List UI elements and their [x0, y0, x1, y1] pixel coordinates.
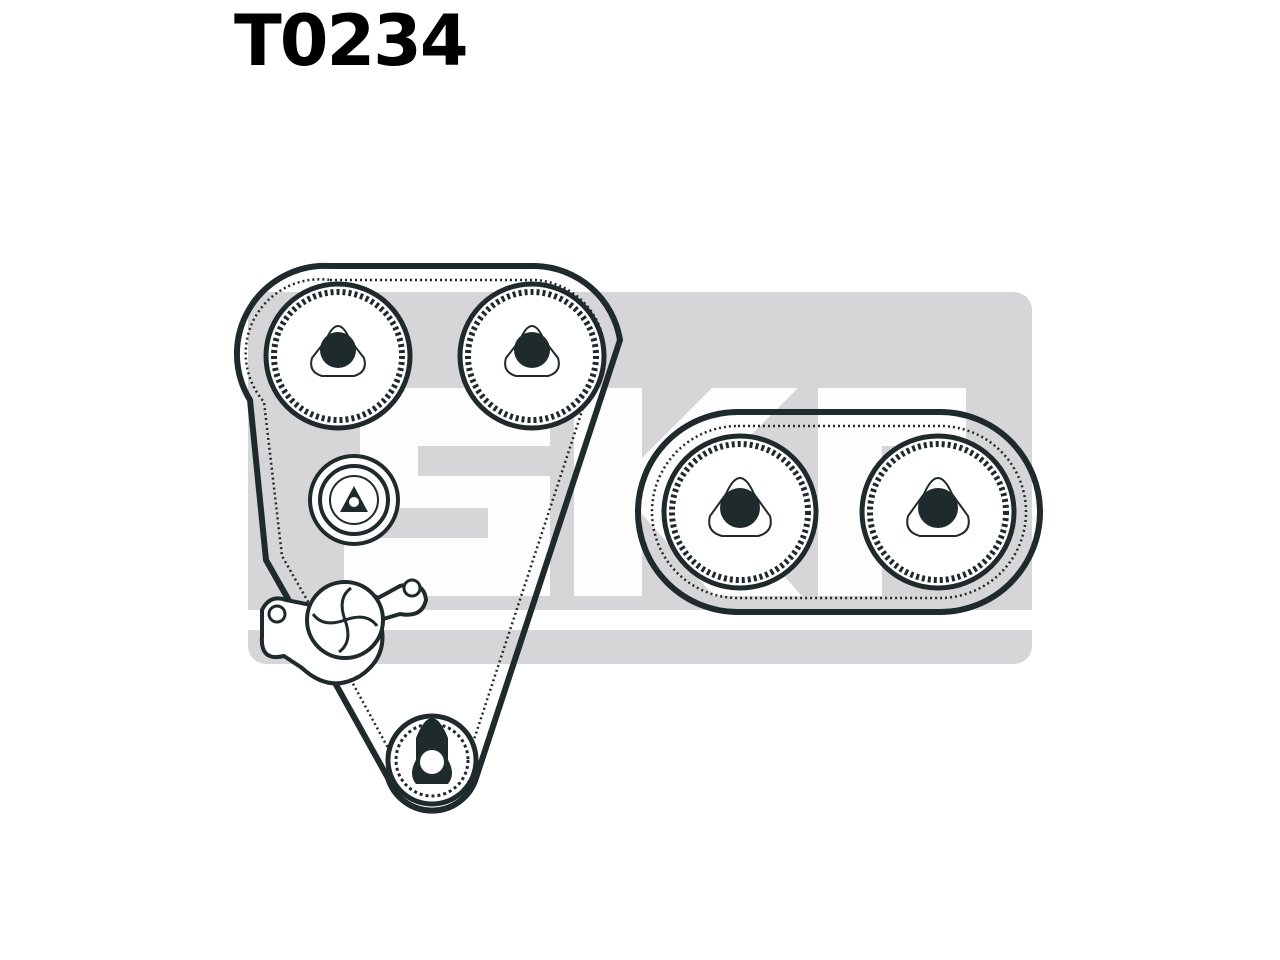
part-number: T0234	[234, 0, 469, 82]
camshaft-pulley-4	[859, 433, 1017, 591]
crankshaft-icon	[385, 713, 479, 807]
right-belt-inner	[650, 424, 1028, 600]
right-belt-outer	[635, 409, 1043, 615]
camshaft-pulley-2	[457, 281, 607, 431]
right-timing-belt	[635, 409, 1043, 615]
water-pump-icon	[259, 578, 429, 686]
camshaft-pulley-3	[661, 433, 819, 591]
left-belt-outer	[233, 262, 623, 814]
tensioner-icon	[308, 454, 400, 546]
camshaft-pulley-1	[263, 281, 413, 431]
